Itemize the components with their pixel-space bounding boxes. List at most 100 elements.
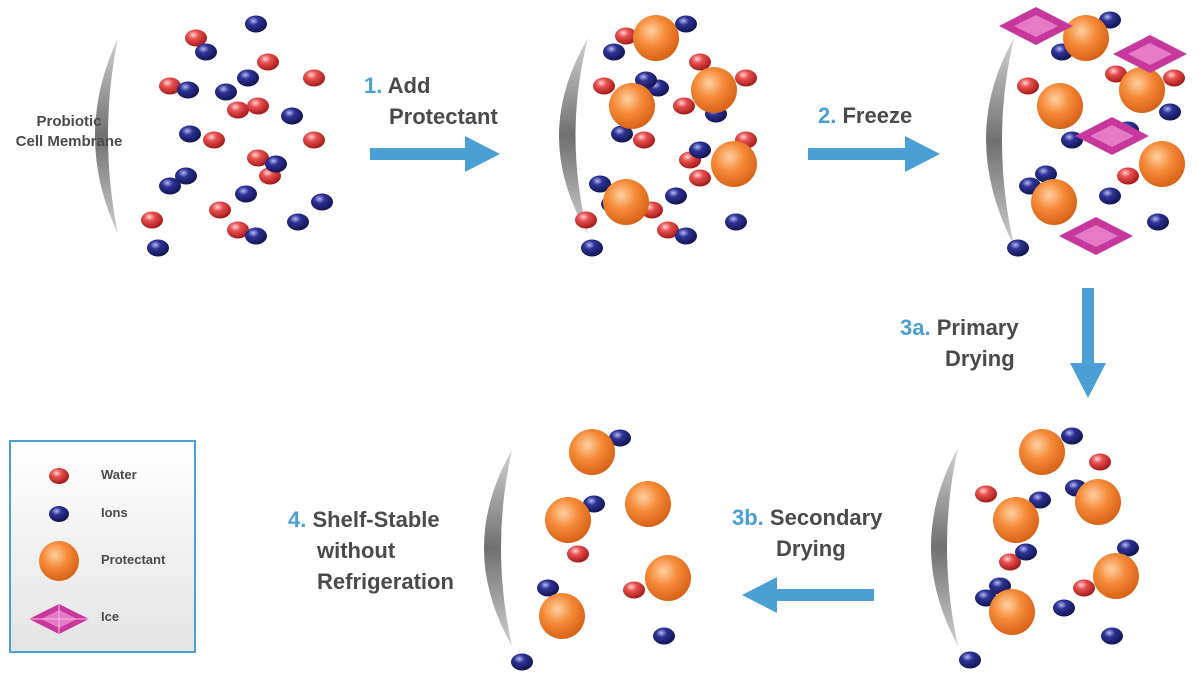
ice-crystal	[1113, 35, 1187, 73]
arrow-step-2	[808, 136, 940, 172]
legend-label-ions: Ions	[101, 505, 128, 520]
water-molecule	[203, 131, 225, 149]
water-molecule	[185, 29, 207, 47]
water-molecule	[1089, 453, 1111, 471]
water-molecule	[575, 211, 597, 229]
ion	[1007, 239, 1029, 257]
water-molecule	[593, 77, 615, 95]
ion	[1101, 627, 1123, 645]
water-molecule	[633, 131, 655, 149]
water-molecule	[227, 101, 249, 119]
cell-membrane	[986, 38, 1014, 246]
ice-crystal	[1075, 117, 1149, 155]
water-molecule	[247, 97, 269, 115]
membrane-label: Probiotic Cell Membrane	[6, 112, 132, 152]
step-1-label: 1. Add Protectant	[364, 70, 498, 132]
protectant-sphere	[1063, 15, 1109, 61]
protectant-sphere	[1139, 141, 1185, 187]
legend-label-protectant: Protectant	[101, 552, 166, 567]
water-molecule	[567, 545, 589, 563]
water-molecule	[689, 169, 711, 187]
legend-box: Water Ions Protectant Ice	[9, 440, 196, 653]
ion	[245, 15, 267, 33]
step-text: Drying	[776, 536, 846, 561]
step-text: Drying	[945, 346, 1015, 371]
ion	[1099, 11, 1121, 29]
water-molecule	[975, 485, 997, 503]
step-text: Primary	[936, 315, 1019, 340]
ion	[235, 185, 257, 203]
water-molecule	[1105, 65, 1127, 83]
ion	[675, 227, 697, 245]
ion	[635, 71, 657, 89]
water-molecule	[303, 69, 325, 87]
ion	[581, 239, 603, 257]
ice-crystal-icon	[29, 604, 89, 634]
step-number: 1.	[364, 73, 383, 98]
cell-membrane	[95, 38, 118, 234]
protectant-sphere	[1119, 67, 1165, 113]
water-molecule	[623, 581, 645, 599]
water-molecule	[1073, 579, 1095, 597]
ion	[1099, 187, 1121, 205]
cell-membrane	[931, 448, 958, 646]
ice-crystal	[999, 7, 1073, 45]
ion	[689, 141, 711, 159]
water-molecule	[1017, 77, 1039, 95]
ion	[265, 155, 287, 173]
ion	[175, 167, 197, 185]
step-2-label: 2. Freeze	[818, 100, 912, 131]
ion	[653, 627, 675, 645]
protectant-sphere	[1093, 553, 1139, 599]
ion	[287, 213, 309, 231]
ice-crystal	[1059, 217, 1133, 255]
step-3a-label: 3a. Primary Drying	[900, 312, 1019, 374]
ion	[311, 193, 333, 211]
ion	[609, 429, 631, 447]
protectant-sphere	[569, 429, 615, 475]
water-molecule	[227, 221, 249, 239]
water-molecule	[257, 53, 279, 71]
arrow-step-3a	[1070, 288, 1106, 398]
ion	[589, 175, 611, 193]
ion	[195, 43, 217, 61]
step-text: Secondary	[769, 505, 883, 530]
ion	[1159, 103, 1181, 121]
step-number: 4.	[288, 507, 307, 532]
protectant-sphere	[989, 589, 1035, 635]
water-molecule	[247, 149, 269, 167]
protectant-sphere	[539, 593, 585, 639]
protectant-sphere	[603, 179, 649, 225]
step-3b-label: 3b. Secondary Drying	[732, 502, 882, 564]
ion	[1035, 165, 1057, 183]
membrane-label-line: Cell Membrane	[15, 133, 123, 150]
protectant-sphere	[711, 141, 757, 187]
step-text: Protectant	[389, 104, 498, 129]
cell-membrane	[484, 450, 512, 646]
protectant-sphere	[545, 497, 591, 543]
ion	[159, 177, 181, 195]
particle-layer	[141, 7, 1187, 671]
water-molecule	[141, 211, 163, 229]
water-molecule	[1163, 69, 1185, 87]
protectant-sphere	[1031, 179, 1077, 225]
ion	[725, 213, 747, 231]
protectant-sphere	[691, 67, 737, 113]
protectant-sphere	[1037, 83, 1083, 129]
ion	[611, 125, 633, 143]
protectant-sphere	[1019, 429, 1065, 475]
protectant-sphere	[645, 555, 691, 601]
protectant-sphere	[609, 83, 655, 129]
protectant-sphere	[1075, 479, 1121, 525]
ion	[1029, 491, 1051, 509]
ion	[245, 227, 267, 245]
ion	[1117, 539, 1139, 557]
step-number: 2.	[818, 103, 837, 128]
arrow-step-1	[370, 136, 500, 172]
ion	[215, 83, 237, 101]
water-molecule	[159, 77, 181, 95]
step-text: Shelf-Stable	[312, 507, 440, 532]
water-molecule-icon	[49, 468, 69, 484]
legend-icons	[29, 468, 89, 634]
protectant-sphere	[633, 15, 679, 61]
